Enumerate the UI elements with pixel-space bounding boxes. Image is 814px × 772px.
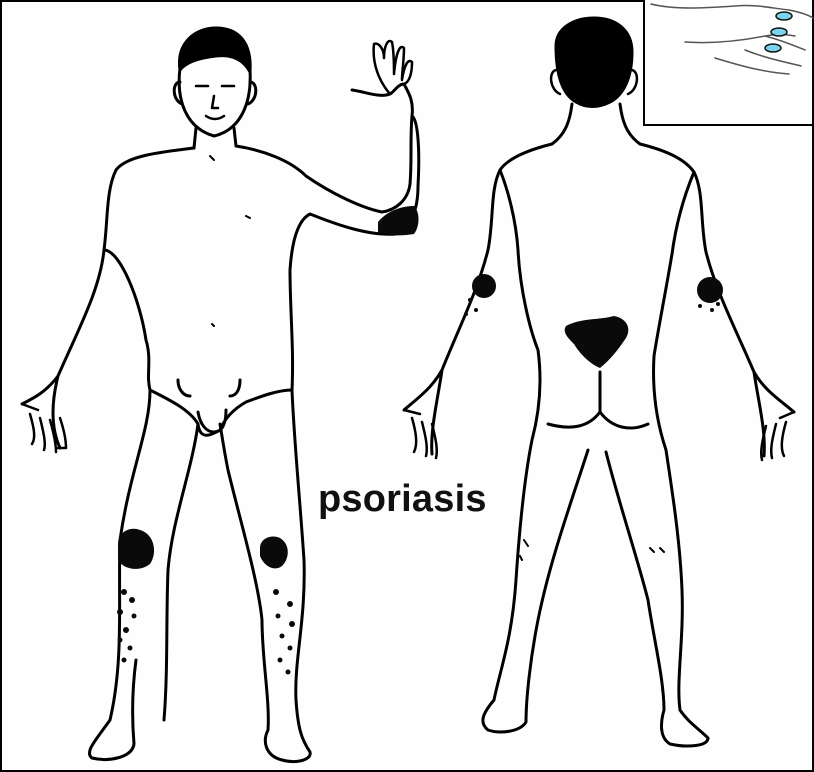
front-figure [22,28,419,762]
back-plaques [464,274,723,368]
back-figure [404,18,794,746]
front-groin [150,380,292,435]
plaque-back-right-elbow [697,277,723,303]
nail-pit-3 [765,44,781,52]
front-head [179,68,250,136]
nail-inset [643,0,812,126]
front-outline-left [22,148,194,759]
front-raised-arm [236,84,419,390]
back-right-hand [761,412,794,460]
back-head [556,18,632,107]
nail-pit-1 [776,12,792,20]
nail-pit-2 [771,28,787,36]
hand-sketch [645,0,814,126]
front-plaques [117,206,419,675]
front-face [196,86,234,119]
front-right-leg [220,390,310,762]
back-elbow-spots [464,298,720,316]
front-shin-spots [117,589,295,675]
plaque-back-sacral [565,316,629,368]
diagnosis-label: psoriasis [318,478,487,521]
plaque-front-right-knee [118,529,154,569]
plaque-front-left-knee [260,536,288,568]
back-buttocks [548,372,648,428]
front-inner-leg [164,424,198,720]
plaque-back-left-elbow [472,274,496,298]
back-outline [404,104,794,746]
front-hair [179,28,250,72]
back-calf-marks [520,540,664,560]
front-chest-marks [210,156,250,326]
